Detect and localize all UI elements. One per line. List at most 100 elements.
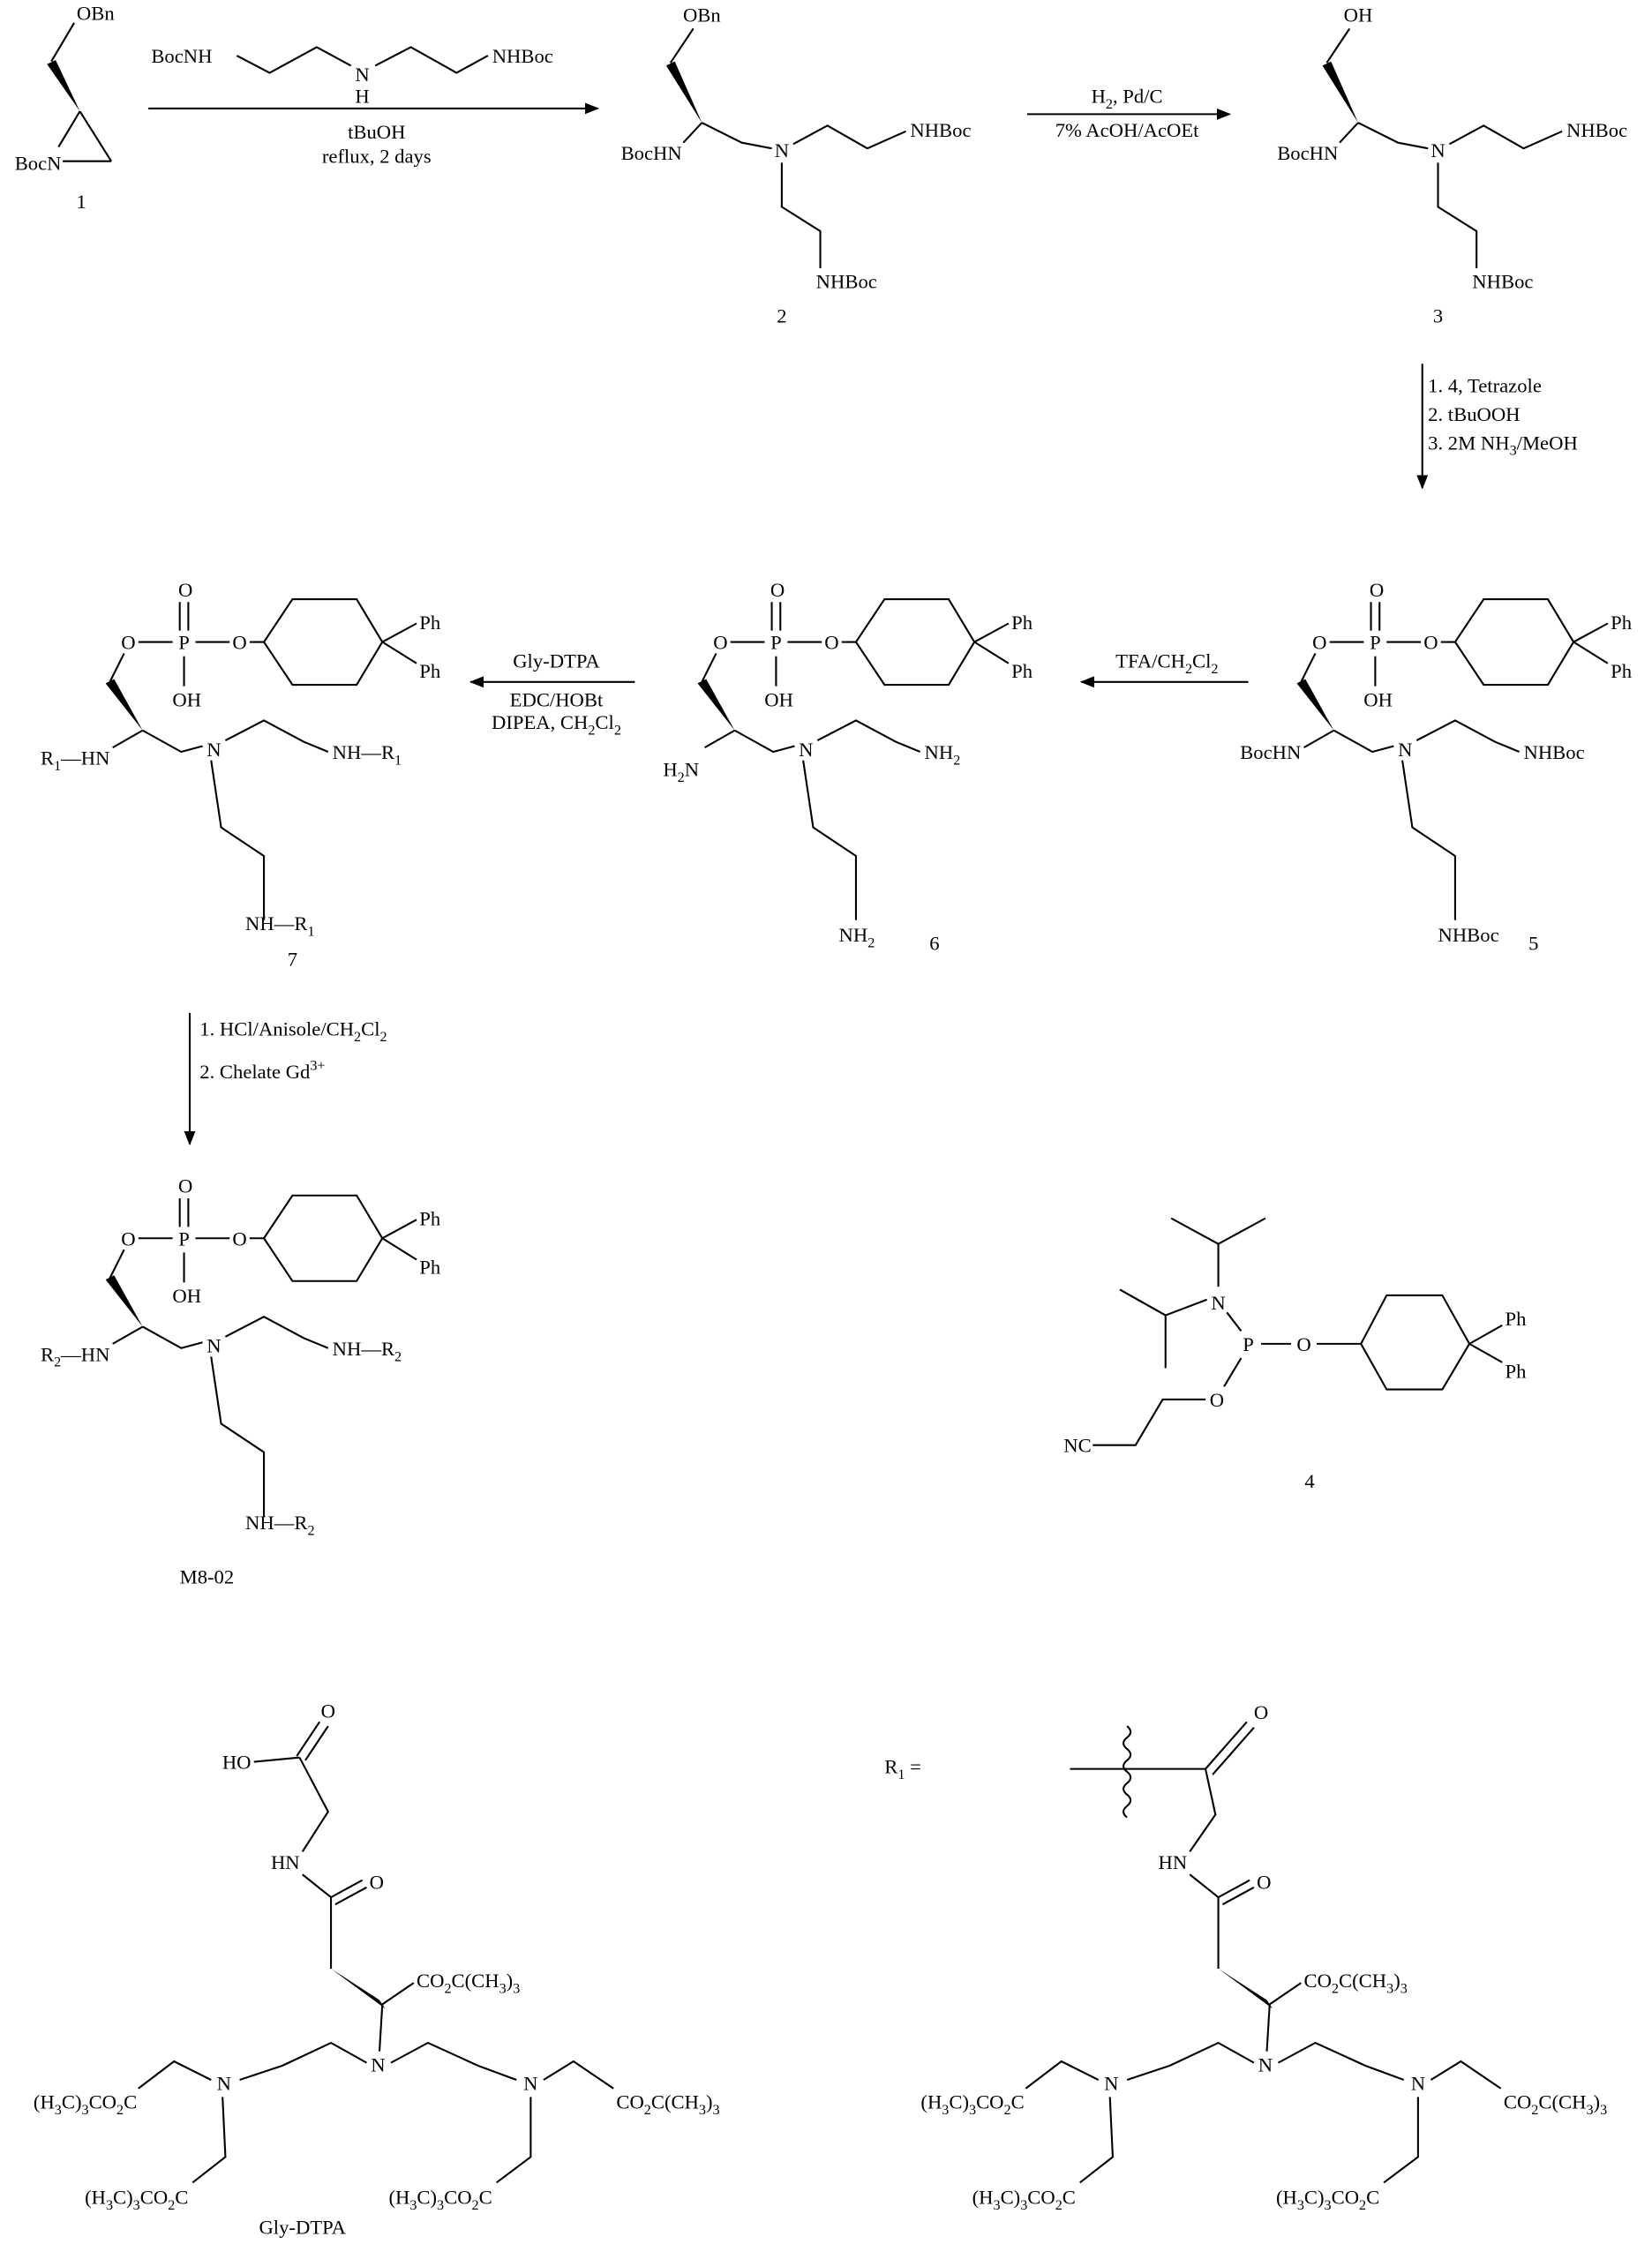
bond xyxy=(705,731,735,747)
subscript: 3 xyxy=(1600,2103,1607,2118)
bond xyxy=(80,111,112,161)
label-text: CO xyxy=(1332,2187,1359,2209)
label-text: C xyxy=(1011,2090,1025,2113)
subscript: 1 xyxy=(54,759,61,774)
label-text: 2. Chelate Gd xyxy=(199,1061,311,1083)
label-text: CO xyxy=(1027,2187,1055,2209)
cyclohexane-ring xyxy=(856,599,974,685)
bond xyxy=(382,624,417,642)
bond xyxy=(702,123,771,148)
compound-7: O P O O OH Ph Ph R1—HN N NH—R1 NH—R1 xyxy=(41,579,441,971)
arm-down-label: NHBoc xyxy=(816,271,877,293)
label-text: 3. 2M NH xyxy=(1428,432,1509,454)
subscript: 3 xyxy=(499,1981,507,1996)
subscript: 2 xyxy=(614,724,621,739)
label-text: NH—R xyxy=(333,741,395,763)
double-bond xyxy=(331,1880,363,1897)
label-text: ) xyxy=(507,1970,514,1992)
step-6-line-2: 2. Chelate Gd3+ xyxy=(199,1058,325,1083)
label-text: 1. HCl/Anisole/CH xyxy=(199,1018,354,1040)
subscript: 2 xyxy=(953,754,960,769)
arm-down-label: NHBoc xyxy=(1438,924,1499,946)
oxo-label: O xyxy=(178,579,192,601)
bond xyxy=(1438,162,1477,268)
bond xyxy=(254,1758,300,1762)
arm-right-label: NHBoc xyxy=(1566,119,1627,141)
bond xyxy=(1267,2004,1270,2051)
oh-label: OH xyxy=(172,1285,201,1307)
bond xyxy=(1384,2097,1418,2182)
compound-m8-02: O P O O OH Ph Ph R2—HN N NH—R2 NH—R2 xyxy=(41,1175,441,1588)
subscript: 2 xyxy=(54,1355,61,1370)
double-bond xyxy=(1219,1880,1250,1897)
label-text: CO xyxy=(1504,2090,1531,2113)
step-4-line-1: TFA/CH2Cl2 xyxy=(1115,650,1218,677)
bond xyxy=(793,125,906,148)
label-text: NH xyxy=(925,741,954,763)
amine-label: R2—HN xyxy=(41,1343,109,1370)
label-text: CO xyxy=(417,1970,444,1992)
step-5: Gly-DTPA EDC/HOBt DIPEA, CH2Cl2 xyxy=(470,650,635,739)
compound-number: 6 xyxy=(929,933,939,955)
bond xyxy=(1080,2097,1113,2182)
subscript: 3 xyxy=(1586,2103,1593,2118)
subscript: 2 xyxy=(307,1523,314,1538)
label-text: H xyxy=(1092,85,1106,107)
label-text: DIPEA, CH xyxy=(492,711,588,733)
subscript: 2 xyxy=(644,2103,651,2118)
r1-label: R1 = xyxy=(884,1755,921,1782)
label-text: (H xyxy=(1276,2187,1297,2209)
bond xyxy=(1469,1325,1502,1344)
o-left-label: O xyxy=(121,1227,135,1250)
bond xyxy=(303,1874,331,1897)
cyclohexane-ring xyxy=(1361,1295,1469,1390)
subscript: 3 xyxy=(1400,1981,1408,1996)
subscript: 2 xyxy=(1531,2103,1538,2118)
carbonyl-o-label: O xyxy=(1254,1701,1268,1723)
bond xyxy=(1190,1769,1215,1852)
wedge-bond xyxy=(106,1275,143,1326)
bond xyxy=(974,624,1009,642)
bond xyxy=(1270,1983,1302,2004)
oxo-label: O xyxy=(178,1175,192,1197)
compound-number: 5 xyxy=(1528,933,1538,955)
bond xyxy=(382,1220,417,1238)
attachment-point-squiggle xyxy=(1123,1726,1130,1817)
label-text: (H xyxy=(85,2187,106,2209)
phenyl-label: Ph xyxy=(1505,1361,1527,1383)
label-text: C xyxy=(1366,2187,1379,2209)
bond xyxy=(1340,123,1358,143)
label-text: C xyxy=(124,2090,137,2113)
compound-number: 1 xyxy=(76,191,86,213)
nitrile-label: NC xyxy=(1063,1435,1091,1457)
bond xyxy=(192,2097,225,2182)
wedge-bond xyxy=(106,679,143,731)
n-left-label: N xyxy=(217,2072,231,2094)
label-text: C) xyxy=(949,2090,969,2113)
subscript: 3 xyxy=(1386,1981,1393,1996)
bond xyxy=(803,761,856,920)
bond xyxy=(143,731,203,752)
bond xyxy=(1304,731,1334,747)
isopropyl-bond xyxy=(1120,1289,1166,1368)
n-label: N xyxy=(1430,139,1445,161)
phenyl-label: Ph xyxy=(1611,612,1633,634)
bond xyxy=(113,1326,143,1343)
label-text: C) xyxy=(1001,2187,1021,2209)
compound-6: O P O O OH Ph Ph H2N N NH2 NH2 6 xyxy=(663,579,1032,955)
bond xyxy=(51,23,74,62)
oh-label: OH xyxy=(764,688,793,710)
bond xyxy=(391,2043,516,2080)
bond xyxy=(225,720,327,752)
bond xyxy=(240,2043,367,2080)
p-label: P xyxy=(178,632,190,654)
subscript: 2 xyxy=(1332,1981,1339,1996)
dtpa-skeleton: HN O CO2C(CH3)3 N N (H3C)3CO2C (H3C)3CO2… xyxy=(920,1851,1607,2213)
bond xyxy=(1093,1400,1205,1445)
substituent-label: OH xyxy=(1344,4,1373,26)
amine-label: H2N xyxy=(663,758,699,784)
compound-name: Gly-DTPA xyxy=(259,2217,346,2239)
hn-label: HN xyxy=(1158,1851,1187,1873)
cyclohexane-ring xyxy=(264,599,382,685)
